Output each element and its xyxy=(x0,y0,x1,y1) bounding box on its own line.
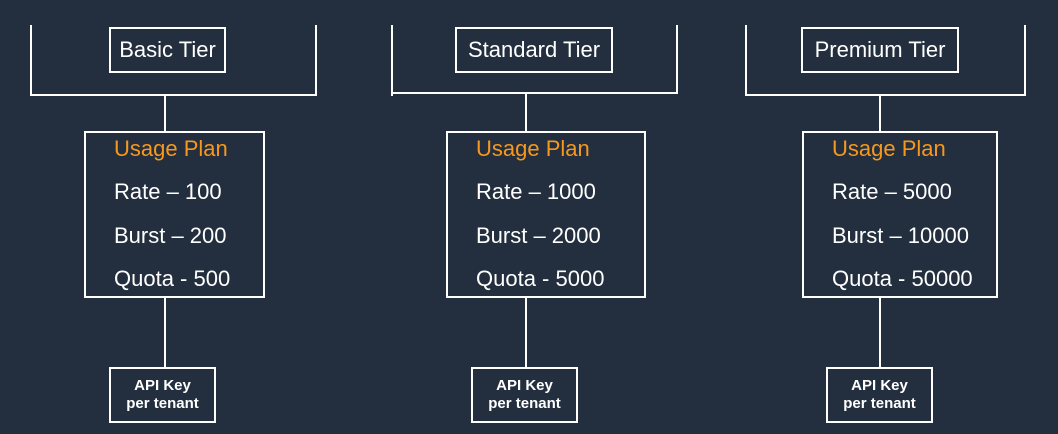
bracket-right-edge xyxy=(1024,25,1026,96)
burst-limit: Burst – 200 xyxy=(114,223,227,248)
api-key-label: API Key xyxy=(496,377,553,394)
burst-limit: Burst – 10000 xyxy=(832,223,969,248)
usage-plan-title: Usage Plan xyxy=(832,136,946,161)
connector-plan-to-key xyxy=(164,298,166,367)
bracket-left-edge xyxy=(391,25,393,96)
bracket-bottom-edge xyxy=(391,92,678,94)
tier-label: Standard Tier xyxy=(467,37,601,62)
api-key-label: API Key xyxy=(851,377,908,394)
rate-limit: Rate – 5000 xyxy=(832,179,952,204)
connector-bracket-to-plan xyxy=(525,94,527,131)
quota-limit: Quota - 5000 xyxy=(476,266,605,291)
tier-box-premium: Premium Tier xyxy=(801,27,959,73)
connector-plan-to-key xyxy=(879,298,881,367)
usage-plan-box-basic: Usage Plan Rate – 100 Burst – 200 Quota … xyxy=(84,131,265,298)
burst-limit: Burst – 2000 xyxy=(476,223,601,248)
per-tenant-label: per tenant xyxy=(488,395,561,412)
tier-box-basic: Basic Tier xyxy=(109,27,226,73)
usage-plan-title: Usage Plan xyxy=(476,136,590,161)
api-key-box-standard: API Key per tenant xyxy=(471,367,578,423)
usage-plan-title: Usage Plan xyxy=(114,136,228,161)
connector-bracket-to-plan xyxy=(879,96,881,131)
bracket-bottom-edge xyxy=(745,94,1026,96)
bracket-left-edge xyxy=(30,25,32,96)
connector-bracket-to-plan xyxy=(164,96,166,131)
tier-label: Basic Tier xyxy=(119,37,216,62)
bracket-right-edge xyxy=(315,25,317,96)
api-key-label: API Key xyxy=(134,377,191,394)
connector-plan-to-key xyxy=(525,298,527,367)
per-tenant-label: per tenant xyxy=(843,395,916,412)
tier-box-standard: Standard Tier xyxy=(455,27,613,73)
rate-limit: Rate – 100 xyxy=(114,179,222,204)
bracket-left-edge xyxy=(745,25,747,96)
api-key-box-premium: API Key per tenant xyxy=(826,367,933,423)
bracket-bottom-edge xyxy=(30,94,317,96)
usage-plan-box-standard: Usage Plan Rate – 1000 Burst – 2000 Quot… xyxy=(446,131,646,298)
quota-limit: Quota - 500 xyxy=(114,266,231,291)
bracket-right-edge xyxy=(676,25,678,94)
per-tenant-label: per tenant xyxy=(126,395,199,412)
tier-label: Premium Tier xyxy=(814,37,946,62)
api-key-box-basic: API Key per tenant xyxy=(109,367,216,423)
usage-plan-box-premium: Usage Plan Rate – 5000 Burst – 10000 Quo… xyxy=(802,131,998,298)
rate-limit: Rate – 1000 xyxy=(476,179,596,204)
quota-limit: Quota - 50000 xyxy=(832,266,973,291)
